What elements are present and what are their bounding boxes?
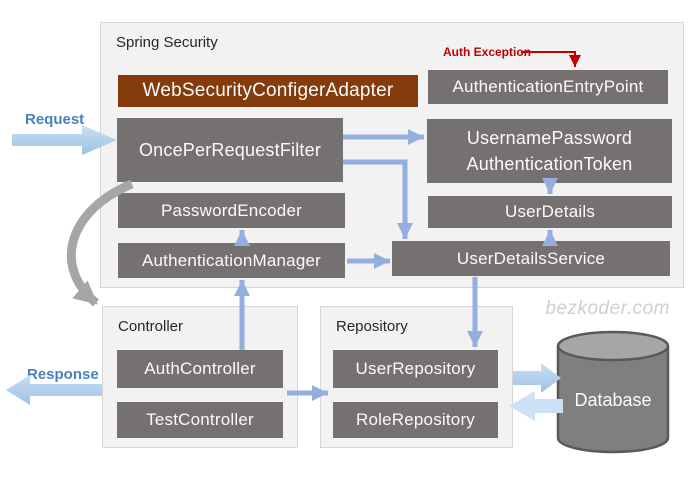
box-user-repository: UserRepository [333,350,498,388]
token-label-line1: UsernamePassword [466,128,633,148]
box-user-details: UserDetails [428,196,672,228]
user-repository-to-database-arrow [513,363,561,393]
request-label: Request [25,111,85,128]
box-test-controller: TestController [117,402,283,438]
box-user-details-service: UserDetailsService [392,241,670,276]
box-authentication-entry-point: AuthenticationEntryPoint [428,70,668,104]
database-to-role-repository-arrow [509,391,563,421]
box-role-repository: RoleRepository [333,402,498,438]
token-label-line2: AuthenticationToken [466,154,633,174]
box-password-encoder: PasswordEncoder [118,193,345,228]
repository-title: Repository [336,318,408,335]
box-authentication-manager: AuthenticationManager [118,243,345,278]
box-username-password-authentication-token: UsernamePassword AuthenticationToken [427,119,672,183]
controller-title: Controller [118,318,184,335]
watermark-text: bezkoder.com [545,298,670,319]
response-label: Response [27,366,99,383]
spring-security-title: Spring Security [116,34,218,51]
database-label: Database [574,390,652,410]
box-web-security-configer-adapter: WebSecurityConfigerAdapter [118,75,418,107]
auth-exception-label: Auth Exception [443,45,532,59]
box-auth-controller: AuthController [117,350,283,388]
box-once-per-request-filter: OncePerRequestFilter [117,118,343,182]
database-top-ellipse [556,330,670,362]
